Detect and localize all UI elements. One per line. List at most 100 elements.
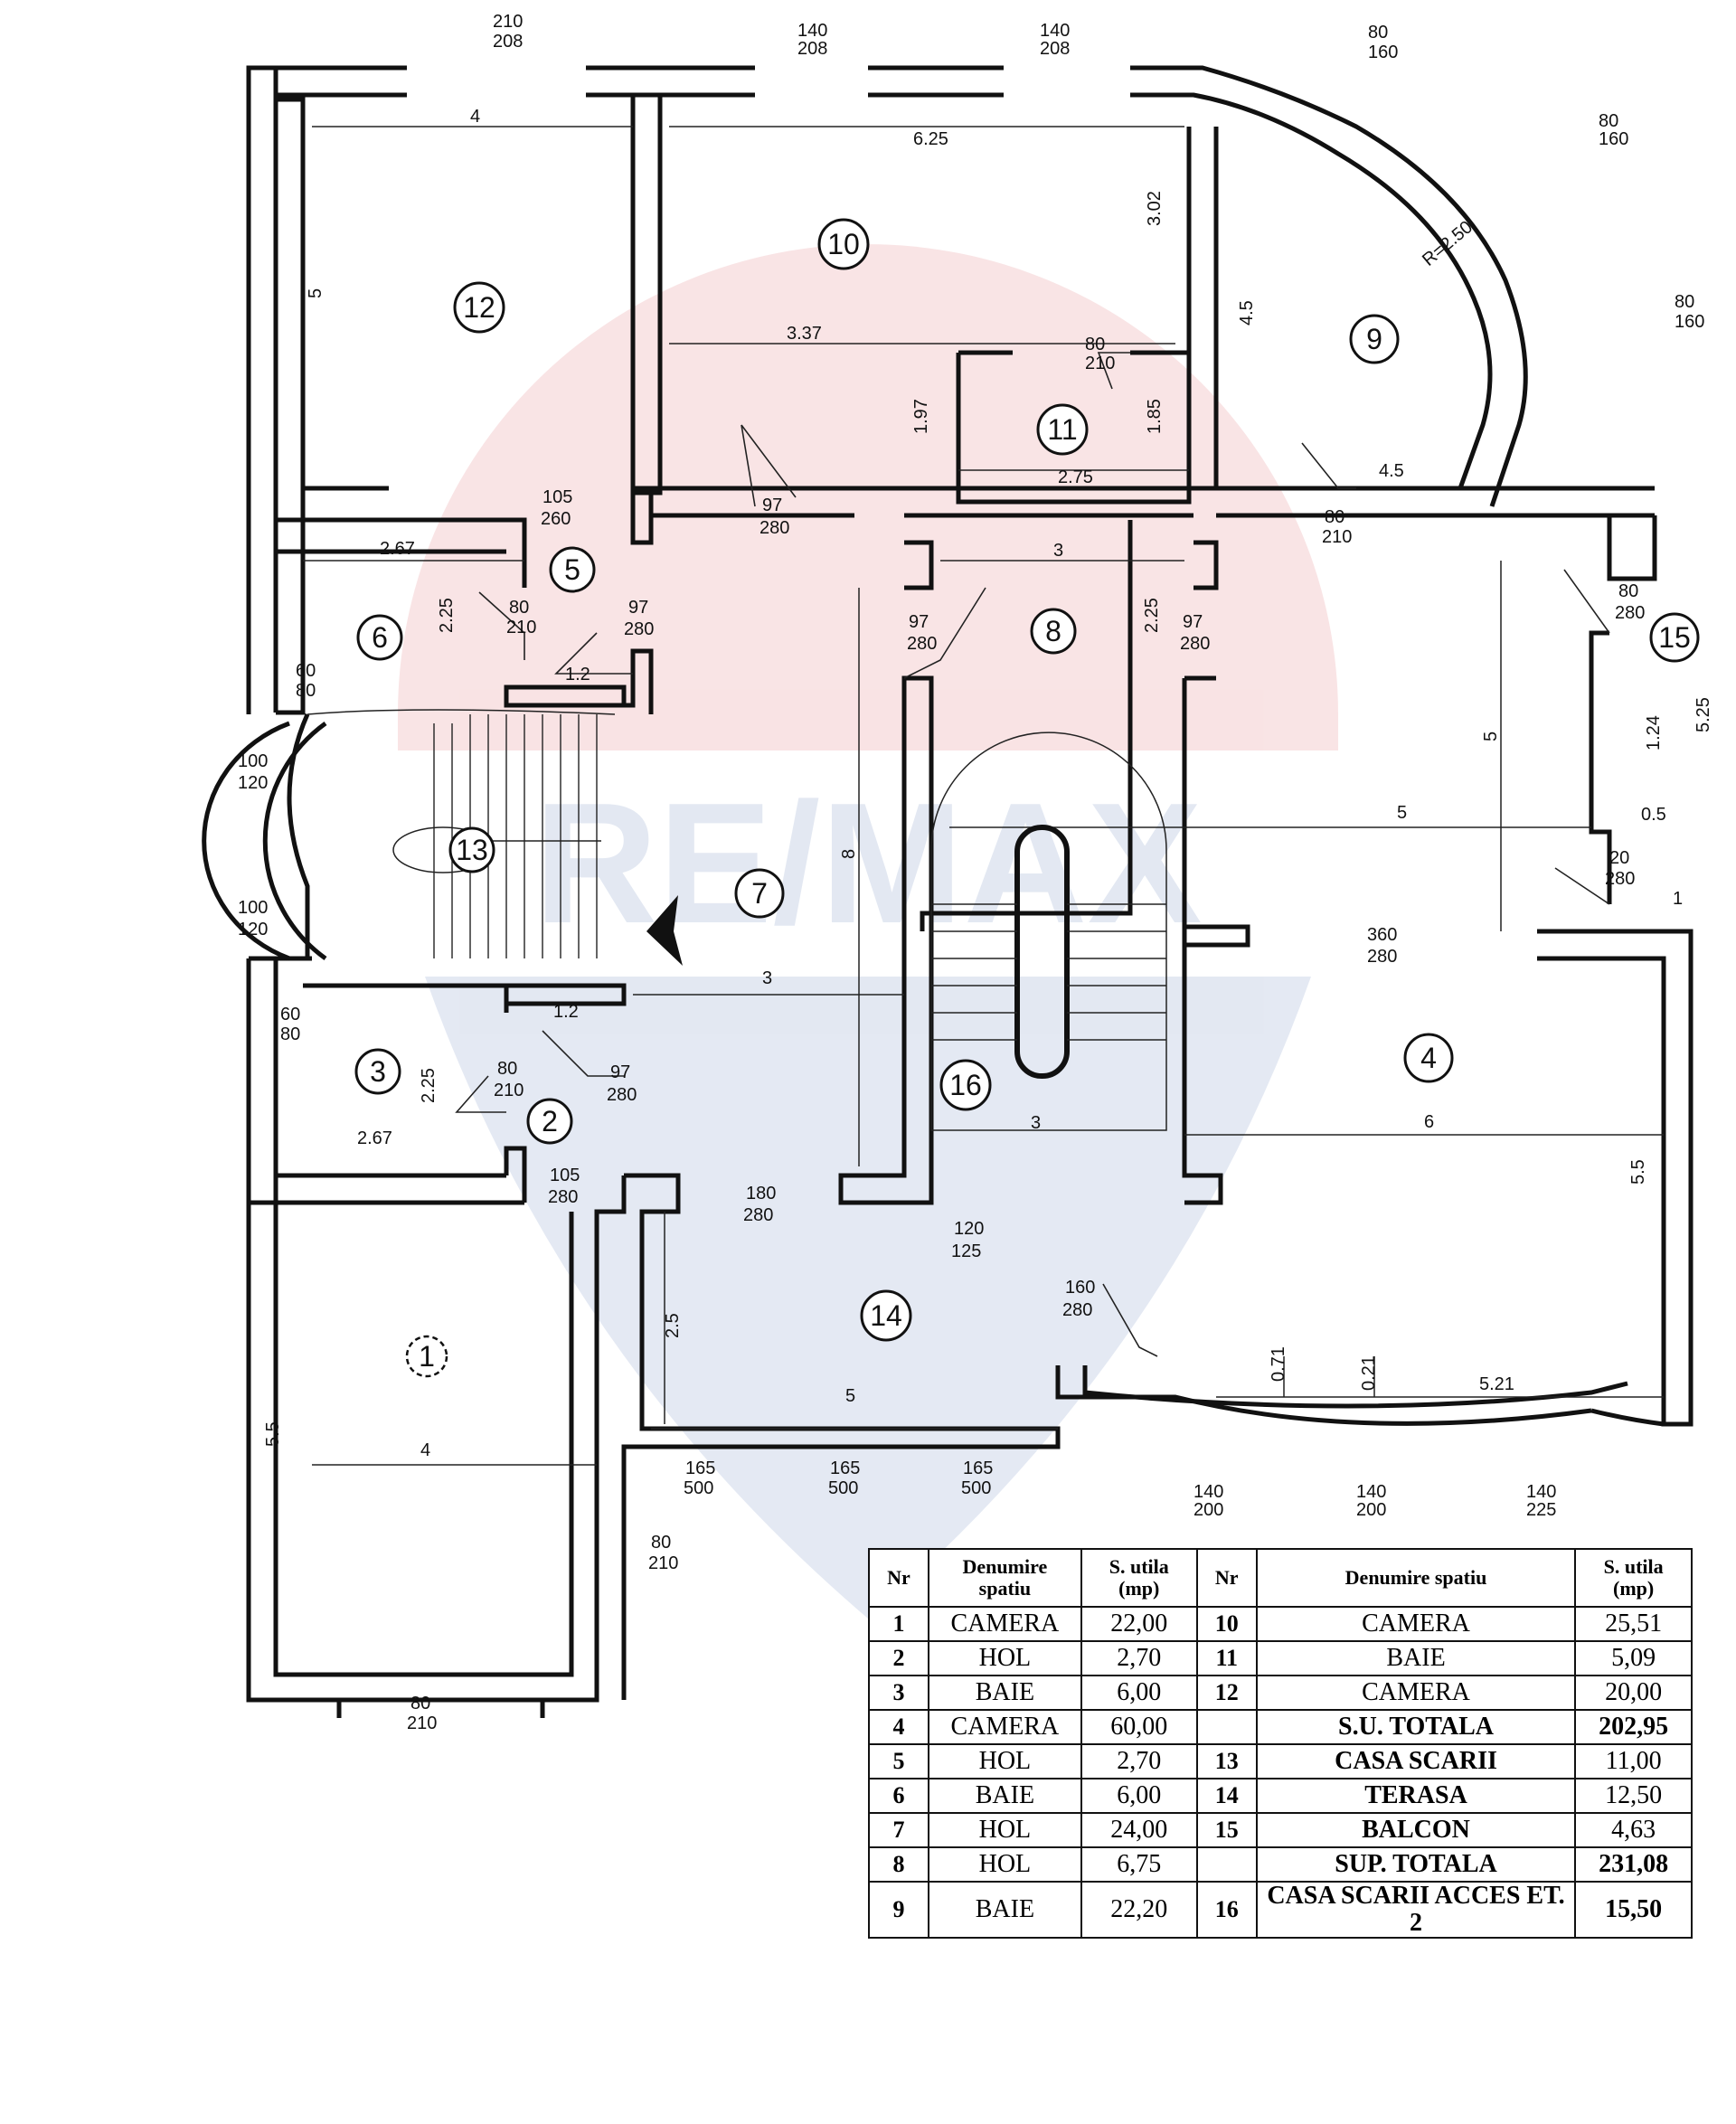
cell-area: 6,00 xyxy=(1080,1675,1198,1711)
dim-label: 200 xyxy=(1356,1500,1386,1520)
room-marker-14: 14 xyxy=(860,1289,912,1342)
cell-nr: 13 xyxy=(1195,1743,1258,1779)
cell-nr: 5 xyxy=(868,1743,929,1779)
dim-label: 1.2 xyxy=(565,665,590,684)
dim-label: 5.21 xyxy=(1479,1374,1514,1394)
cell-nr: 11 xyxy=(1195,1640,1258,1676)
dim-label: 80 xyxy=(296,681,316,701)
cell-nr xyxy=(1195,1709,1258,1745)
dimension-labels: 210 208 140 208 140 208 80 160 4 6.25 3.… xyxy=(238,12,1713,1733)
cell-name: BAIE xyxy=(928,1675,1082,1711)
cell-area: 22,00 xyxy=(1080,1606,1198,1642)
room-marker-4: 4 xyxy=(1403,1033,1454,1083)
dim-label: 20 xyxy=(1609,848,1629,868)
dim-label: 165 xyxy=(963,1458,993,1478)
dim-label: 0.21 xyxy=(1359,1355,1379,1391)
cell-area: 5,09 xyxy=(1574,1640,1693,1676)
room-number: 4 xyxy=(1420,1042,1437,1074)
dim-label: 2.67 xyxy=(357,1128,392,1148)
room-marker-12: 12 xyxy=(453,281,505,334)
dim-label: 500 xyxy=(828,1478,858,1498)
door-swings xyxy=(455,352,1610,1357)
dimension-lines xyxy=(303,126,1664,1466)
room-number: 3 xyxy=(370,1055,386,1088)
header-area-2: S. utila (mp) xyxy=(1574,1548,1693,1608)
room-number: 11 xyxy=(1047,413,1077,446)
dim-label: 97 xyxy=(909,612,929,632)
header-name: Denumire spatiu xyxy=(928,1548,1082,1608)
dim-label: 200 xyxy=(1194,1500,1223,1520)
cell-nr: 15 xyxy=(1195,1812,1258,1848)
cell-name-total: SUP. TOTALA xyxy=(1255,1846,1577,1883)
dim-label: 140 xyxy=(1040,21,1070,41)
room-marker-7: 7 xyxy=(734,868,785,919)
dim-label: 6 xyxy=(1424,1112,1434,1132)
cell-area: 11,00 xyxy=(1574,1743,1693,1779)
dim-label: 4 xyxy=(470,107,480,127)
room-number: 6 xyxy=(372,621,388,654)
room-number: 1 xyxy=(419,1340,435,1373)
dim-label: 280 xyxy=(1605,869,1635,889)
remax-watermark: RE/MAX xyxy=(398,244,1338,1619)
dim-label: 208 xyxy=(797,39,827,59)
dim-label: 160 xyxy=(1675,312,1704,332)
cell-nr: 9 xyxy=(868,1881,929,1939)
dim-label: 120 xyxy=(238,920,268,939)
dim-label: 5 xyxy=(1481,732,1501,741)
cell-nr: 3 xyxy=(868,1675,929,1711)
dim-label: 1.97 xyxy=(911,399,931,434)
dim-label: 5.5 xyxy=(263,1421,283,1447)
room-number: 2 xyxy=(542,1105,558,1138)
dim-label: 210 xyxy=(506,618,536,637)
dim-label: 100 xyxy=(238,751,268,771)
dim-label: 4.5 xyxy=(1237,300,1257,326)
stair-steps xyxy=(433,714,598,958)
dim-label: 140 xyxy=(1194,1482,1223,1502)
table-row: 9 BAIE 22,20 16 CASA SCARII ACCES ET. 2 … xyxy=(868,1881,1693,1939)
watermark-text: RE/MAX xyxy=(534,768,1203,959)
cell-nr: 16 xyxy=(1195,1881,1258,1939)
cell-area: 6,00 xyxy=(1080,1778,1198,1814)
table-row: 1 CAMERA 22,00 10 CAMERA 25,51 xyxy=(868,1606,1693,1642)
dim-label: 3.02 xyxy=(1145,191,1165,226)
dim-label: 80 xyxy=(509,598,529,618)
dim-label: 140 xyxy=(797,21,827,41)
room-number: 8 xyxy=(1045,615,1061,647)
cell-nr: 12 xyxy=(1195,1675,1258,1711)
cell-area-total: 231,08 xyxy=(1574,1846,1693,1883)
dim-label: 280 xyxy=(1062,1300,1092,1320)
staircase-16 xyxy=(930,732,1167,1131)
cell-name: BAIE xyxy=(1255,1640,1577,1676)
dim-label: 225 xyxy=(1526,1500,1556,1520)
dim-label: 210 xyxy=(494,1081,524,1100)
room-number: 13 xyxy=(456,834,488,866)
dim-label: 1.85 xyxy=(1145,399,1165,434)
room-marker-10: 10 xyxy=(817,218,870,270)
dim-label: 1 xyxy=(1673,889,1683,909)
cell-nr: 7 xyxy=(868,1812,929,1848)
dim-label: 2.67 xyxy=(380,539,415,559)
room-marker-1: 1 xyxy=(405,1335,448,1378)
room-marker-5: 5 xyxy=(549,546,596,593)
dim-label: 280 xyxy=(743,1205,773,1225)
table-row: 2 HOL 2,70 11 BAIE 5,09 xyxy=(868,1640,1693,1676)
cell-area: 2,70 xyxy=(1080,1743,1198,1779)
header-nr-2: Nr xyxy=(1195,1548,1258,1608)
dim-label: 80 xyxy=(651,1533,671,1553)
room-marker-11: 11 xyxy=(1036,403,1089,456)
table-row: 3 BAIE 6,00 12 CAMERA 20,00 xyxy=(868,1675,1693,1711)
dim-label: 280 xyxy=(607,1085,637,1105)
dim-label: 60 xyxy=(280,1005,300,1024)
cell-area: 60,00 xyxy=(1080,1709,1198,1745)
dim-label: 160 xyxy=(1065,1278,1095,1298)
dim-label: 80 xyxy=(280,1024,300,1044)
dim-label: 260 xyxy=(541,509,571,529)
dim-label: 120 xyxy=(238,773,268,793)
dim-label: 0.5 xyxy=(1641,805,1666,825)
cell-nr: 14 xyxy=(1195,1778,1258,1814)
table-row: 4 CAMERA 60,00 S.U. TOTALA 202,95 xyxy=(868,1709,1693,1745)
dim-label: 5 xyxy=(1397,803,1407,823)
cell-name-total: S.U. TOTALA xyxy=(1255,1709,1577,1745)
dim-label: 165 xyxy=(830,1458,860,1478)
cell-name: CAMERA xyxy=(928,1606,1082,1642)
